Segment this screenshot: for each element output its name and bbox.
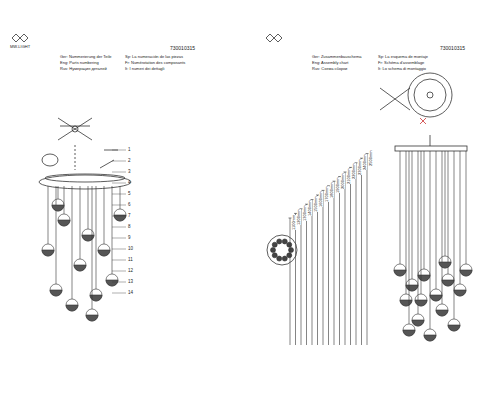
dimension-label: 2300mm bbox=[358, 159, 362, 175]
dimension-label: 1200mm bbox=[297, 210, 301, 226]
heading-text: Rus: Нумерация деталей bbox=[60, 67, 107, 71]
callout-number: 8 bbox=[128, 225, 131, 230]
dimension-label: 1800mm bbox=[330, 182, 334, 198]
callout-number: 10 bbox=[128, 247, 133, 252]
callout-number: 6 bbox=[128, 203, 131, 208]
heading-text: Rus: Схема сборки bbox=[312, 67, 347, 71]
dimension-label: 1900mm bbox=[336, 178, 340, 194]
callout-number: 12 bbox=[128, 269, 133, 274]
dimension-label: 1700mm bbox=[325, 187, 329, 203]
dimension-label: 1400mm bbox=[308, 201, 312, 217]
callout-number: 3 bbox=[128, 170, 131, 175]
callout-number: 14 bbox=[128, 291, 133, 296]
callout-number: 4 bbox=[128, 181, 131, 186]
heading-text: Eng: Parts numbering bbox=[60, 61, 99, 65]
heading-text: Ger: Zusammenbauschema bbox=[312, 55, 362, 59]
dimension-label: 1500mm bbox=[314, 196, 318, 212]
heading-text: It: Lo schema di montaggio bbox=[378, 67, 426, 71]
dimension-label: 2500mm bbox=[369, 150, 373, 166]
dimension-label: 2400mm bbox=[363, 155, 367, 171]
heading-text: It: I numeri dei dettagli bbox=[125, 67, 164, 71]
heading-text: Sp: La numeración de las piezas bbox=[125, 55, 183, 59]
heading-text: Sp: La esquema de montaje bbox=[378, 55, 428, 59]
callout-number: 13 bbox=[128, 280, 133, 285]
sheet-code: 730010315 bbox=[170, 46, 195, 51]
callout-number: 1 bbox=[128, 148, 131, 153]
dimension-label: 1600mm bbox=[319, 191, 323, 207]
dimension-label: 2200mm bbox=[352, 164, 356, 180]
sheet-code: MW-LIGHT bbox=[10, 45, 30, 49]
heading-text: Fr: Schéma d'assemblage bbox=[378, 61, 424, 65]
dimension-label: 1300mm bbox=[303, 205, 307, 221]
heading-text: Fr: Numérotation des composants bbox=[125, 61, 185, 65]
dimension-label: 1100mm bbox=[292, 215, 296, 230]
heading-text: Eng: Assembly chart bbox=[312, 61, 348, 65]
callout-number: 7 bbox=[128, 214, 131, 219]
sheet-code: 730010315 bbox=[440, 46, 465, 51]
callout-number: 9 bbox=[128, 236, 131, 241]
callout-number: 2 bbox=[128, 159, 131, 164]
callout-number: 5 bbox=[128, 192, 131, 197]
heading-text: Ger: Nummerierung der Teile bbox=[60, 55, 112, 59]
dimension-label: 2000mm bbox=[341, 173, 345, 189]
dimension-label: 2100mm bbox=[347, 168, 351, 184]
callout-number: 11 bbox=[128, 258, 133, 263]
